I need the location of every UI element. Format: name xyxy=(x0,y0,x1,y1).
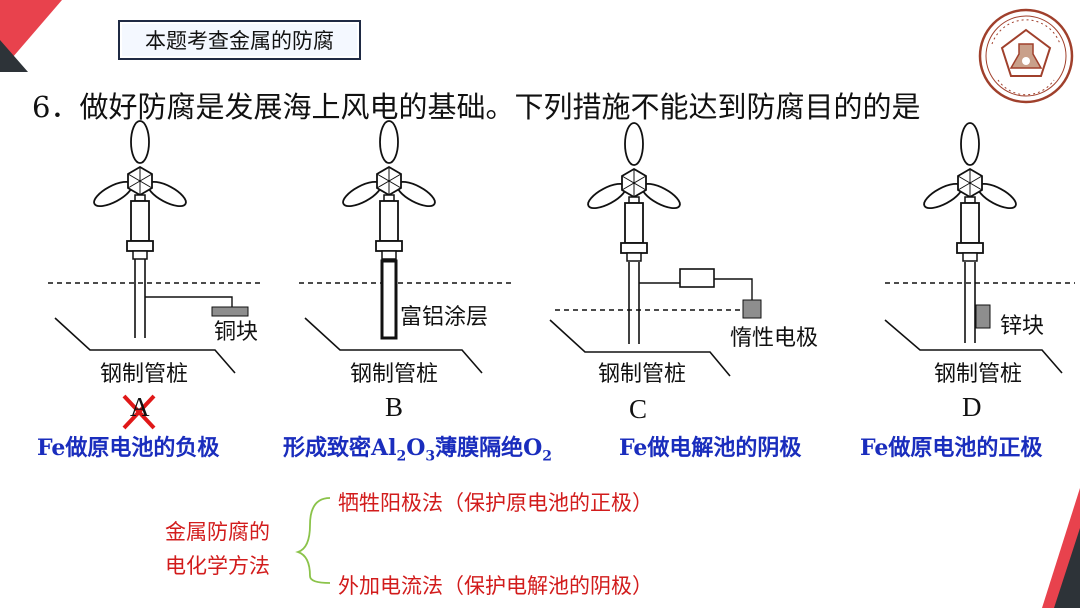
corner-decoration-bottom-right xyxy=(1042,488,1080,608)
corner-decoration-top-left xyxy=(0,0,62,72)
option-letter-d: D xyxy=(962,392,982,422)
summary-method-1: 牺牲阳极法（保护原电池的正极） xyxy=(338,491,653,515)
pile-label-b: 钢制管桩 xyxy=(350,362,439,387)
pile-label-a: 钢制管桩 xyxy=(100,362,189,387)
attachment-label-a: 铜块 xyxy=(214,320,259,345)
question-text: 6．做好防腐是发展海上风电的基础。下列措施不能达到防腐目的的是 xyxy=(32,90,921,124)
topic-box: 本题考查金属的防腐 xyxy=(118,20,361,60)
option-letter-c: C xyxy=(629,394,648,424)
diagram-c xyxy=(549,122,762,377)
pile-label-d: 钢制管桩 xyxy=(934,362,1023,387)
diagram-a xyxy=(48,120,262,374)
attachment-label-b: 富铝涂层 xyxy=(400,305,489,330)
summary-category-line2: 电化学方法 xyxy=(165,554,270,578)
option-letter-a: A xyxy=(130,392,150,422)
diagram-d xyxy=(884,122,1075,374)
explanation-b: 形成致密Al2O3薄膜隔绝O2 xyxy=(283,435,553,465)
option-letter-b: B xyxy=(385,392,404,422)
explanation-a: Fe做原电池的负极 xyxy=(37,435,220,461)
attachment-label-d: 锌块 xyxy=(1000,314,1045,339)
attachment-label-c: 惰性电极 xyxy=(730,326,819,351)
summary-bracket xyxy=(295,497,331,584)
explanation-d: Fe做原电池的正极 xyxy=(860,435,1043,461)
studio-seal-logo xyxy=(978,8,1074,104)
wrong-mark-x xyxy=(122,394,156,430)
pile-label-c: 钢制管桩 xyxy=(598,362,687,387)
summary-method-2: 外加电流法（保护电解池的阴极） xyxy=(338,574,653,598)
summary-category-line1: 金属防腐的 xyxy=(165,520,270,544)
diagram-b xyxy=(299,120,512,374)
explanation-c: Fe做电解池的阴极 xyxy=(619,435,802,461)
